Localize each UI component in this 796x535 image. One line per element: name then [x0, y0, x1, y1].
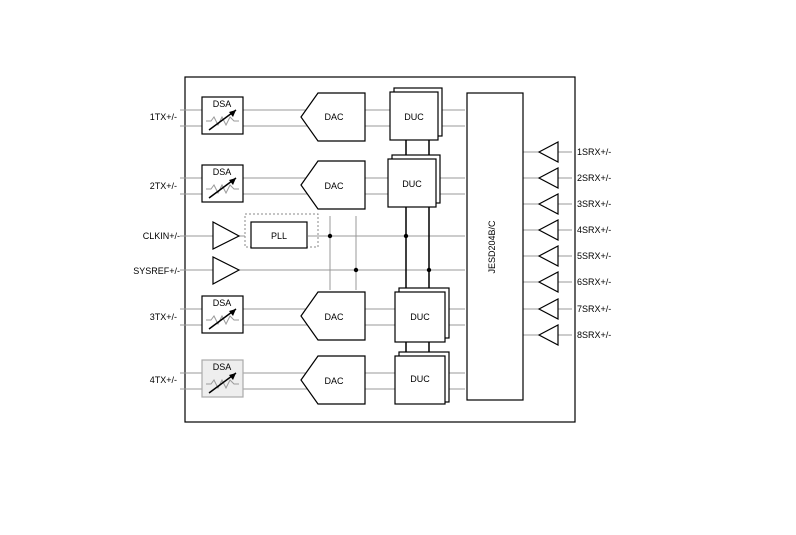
tx-port-label: 2TX+/-: [150, 181, 177, 191]
duc-label: DUC: [402, 179, 422, 189]
dac-label: DAC: [324, 376, 344, 386]
duc-block-2: DUC: [387, 154, 441, 208]
dsa-label: DSA: [213, 362, 232, 372]
duc-label: DUC: [410, 312, 430, 322]
dsa-block-2: DSA: [201, 164, 244, 203]
clkin-label: CLKIN+/-: [143, 231, 180, 241]
clkin-buffer: [212, 220, 241, 250]
tx-port-label: 1TX+/-: [150, 112, 177, 122]
dac-block-2: DAC: [300, 160, 366, 210]
duc-block-1: DUC: [389, 87, 443, 141]
duc-label: DUC: [410, 374, 430, 384]
dac-label: DAC: [324, 181, 344, 191]
srx-port-label: 3SRX+/-: [577, 199, 611, 209]
dsa-label: DSA: [213, 298, 232, 308]
jesd-label: JESD204B/C: [487, 220, 497, 274]
tx-port-label: 3TX+/-: [150, 312, 177, 322]
srx-port-label: 8SRX+/-: [577, 330, 611, 340]
srx-port-label: 7SRX+/-: [577, 304, 611, 314]
pll-block: PLL: [244, 213, 319, 249]
srx-port-label: 1SRX+/-: [577, 147, 611, 157]
dac-label: DAC: [324, 112, 344, 122]
srx-port-label: 6SRX+/-: [577, 277, 611, 287]
dac-block-3: DAC: [300, 291, 366, 341]
sysref-label: SYSREF+/-: [133, 266, 180, 276]
dsa-label: DSA: [213, 99, 232, 109]
dsa-block-4: DSA: [201, 359, 244, 398]
duc-block-3: DUC: [394, 287, 450, 343]
tx-port-label: 4TX+/-: [150, 375, 177, 385]
dsa-block-1: DSA: [201, 96, 244, 135]
pll-label: PLL: [271, 231, 287, 241]
sysref-buffer: [212, 256, 241, 286]
duc-label: DUC: [404, 112, 424, 122]
srx-port-label: 2SRX+/-: [577, 173, 611, 183]
srx-port-label: 5SRX+/-: [577, 251, 611, 261]
jesd-block: JESD204B/C: [466, 92, 524, 401]
srx-port-label: 4SRX+/-: [577, 225, 611, 235]
srx-buffers: [537, 141, 559, 346]
dac-block-4: DAC: [300, 355, 366, 405]
dsa-label: DSA: [213, 167, 232, 177]
duc-block-4: DUC: [394, 351, 450, 405]
dsa-block-3: DSA: [201, 295, 244, 334]
dac-block-1: DAC: [300, 92, 366, 142]
dac-label: DAC: [324, 312, 344, 322]
